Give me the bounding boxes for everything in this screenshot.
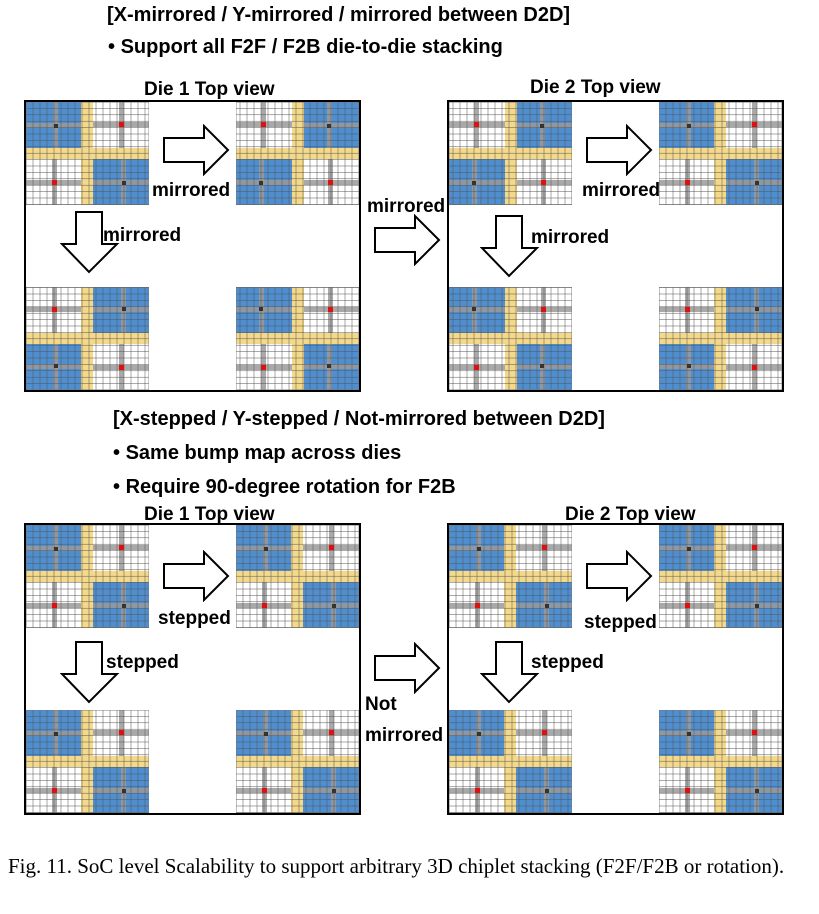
- top-section-header: [X-mirrored / Y-mirrored / mirrored betw…: [107, 4, 571, 26]
- bottom-between-label-line1: Not: [365, 694, 397, 715]
- tile-ymirror: [658, 286, 783, 395]
- figure-caption: Fig. 11. SoC level Scalability to suppor…: [8, 854, 785, 878]
- tile-orig: [658, 524, 783, 633]
- tile-ymirror: [25, 286, 150, 395]
- bullet-icon: •: [113, 442, 121, 464]
- arrow-right-icon: [374, 642, 441, 694]
- bottom-bullet-1: • Same bump map across dies: [113, 442, 401, 465]
- bottom-section-header: [X-stepped / Y-stepped / Not-mirrored be…: [113, 408, 605, 430]
- bottom-between-label-line2: mirrored: [365, 725, 444, 746]
- bottom-die2-title: Die 2 Top view: [565, 504, 696, 525]
- tile-orig: [235, 524, 360, 633]
- bottom-die2-down-label: stepped: [531, 652, 604, 673]
- tile-xmirror: [235, 101, 360, 210]
- tile-orig: [25, 709, 150, 818]
- arrow-down-icon: [60, 211, 120, 274]
- top-die1-title: Die 1 Top view: [144, 79, 275, 100]
- top-bullet-1: • Support all F2F / F2B die-to-die stack…: [108, 36, 503, 59]
- bullet-text: Same bump map across dies: [125, 442, 402, 464]
- bullet-icon: •: [113, 476, 121, 498]
- bottom-bullet-2: • Require 90-degree rotation for F2B: [113, 476, 456, 499]
- tile-xymirror: [448, 286, 573, 395]
- top-die1-right-label: mirrored: [152, 180, 231, 201]
- arrow-down-icon: [480, 641, 540, 704]
- bullet-icon: •: [108, 36, 116, 58]
- bottom-die1-down-label: stepped: [106, 652, 179, 673]
- arrow-right-icon: [586, 124, 653, 176]
- arrow-right-icon: [163, 124, 230, 176]
- top-die2-right-label: mirrored: [582, 180, 661, 201]
- tile-orig: [235, 709, 360, 818]
- arrow-down-icon: [480, 215, 540, 278]
- top-between-label: mirrored: [367, 196, 446, 217]
- tile-orig: [25, 101, 150, 210]
- top-die1-down-label: mirrored: [103, 225, 182, 246]
- bullet-text: Require 90-degree rotation for F2B: [125, 476, 456, 498]
- tile-xymirror: [235, 286, 360, 395]
- top-die2-down-label: mirrored: [531, 227, 610, 248]
- arrow-down-icon: [60, 641, 120, 704]
- tile-orig: [658, 709, 783, 818]
- bullet-text: Support all F2F / F2B die-to-die stackin…: [120, 36, 503, 58]
- bottom-die1-title: Die 1 Top view: [144, 504, 275, 525]
- bottom-die2-right-label: stepped: [584, 612, 657, 633]
- tile-orig: [658, 101, 783, 210]
- tile-orig: [25, 524, 150, 633]
- arrow-right-icon: [374, 214, 441, 266]
- arrow-right-icon: [586, 550, 653, 602]
- top-die2-title: Die 2 Top view: [530, 77, 661, 98]
- arrow-right-icon: [163, 550, 230, 602]
- tile-orig: [448, 524, 573, 633]
- bottom-die1-right-label: stepped: [158, 608, 231, 629]
- tile-xmirror: [448, 101, 573, 210]
- tile-orig: [448, 709, 573, 818]
